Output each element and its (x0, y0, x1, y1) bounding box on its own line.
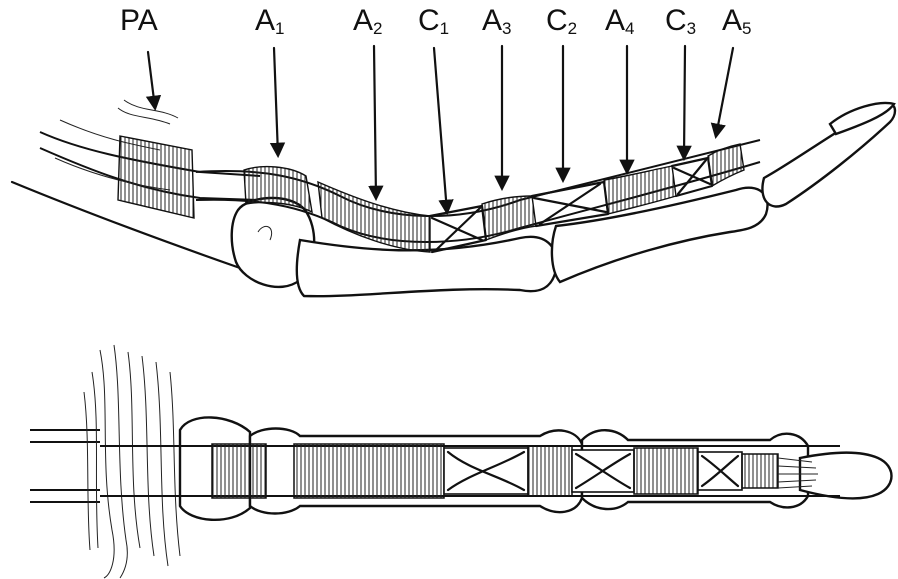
pulley-a4-volar (634, 448, 698, 494)
volar-view (30, 345, 892, 578)
pulley-pa-lateral (118, 136, 194, 218)
pulley-c2-volar (572, 450, 634, 492)
arrow-a1 (274, 48, 278, 155)
arrow-a2 (374, 46, 376, 198)
pulley-a5-volar (742, 454, 778, 488)
pulley-a3-lateral (482, 196, 536, 240)
pulley-c3-volar (698, 452, 742, 490)
lateral-view (12, 100, 895, 296)
distal-phalanx-volar (800, 453, 892, 499)
middle-phalanx (552, 188, 768, 282)
pulley-c1-volar (444, 448, 528, 494)
arrow-pa (148, 52, 155, 108)
pulley-a3-volar (528, 446, 572, 496)
arrow-a5 (716, 48, 733, 136)
pulley-a5-lateral (708, 144, 744, 186)
pulley-a2-volar (294, 444, 444, 498)
arrow-c1 (434, 48, 447, 212)
pulley-a2-lateral (318, 182, 430, 252)
arrow-c3 (684, 46, 685, 158)
pulley-a1-volar (212, 444, 266, 498)
pulley-pa-volar (84, 345, 180, 578)
